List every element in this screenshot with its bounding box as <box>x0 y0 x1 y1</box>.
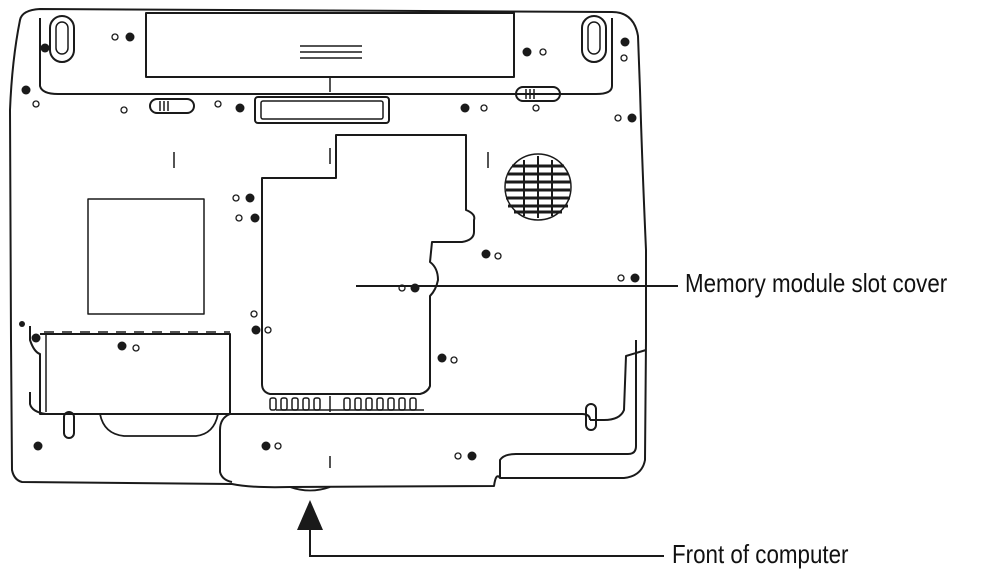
battery-lock-right <box>581 15 607 63</box>
lower-panel-edge <box>29 392 233 483</box>
memory-module-slot-cover-label: Memory module slot cover <box>685 268 948 298</box>
cooling-vent <box>504 153 572 221</box>
screw-holes <box>32 33 628 460</box>
front-arrow <box>297 500 664 557</box>
hdd-bay <box>29 326 231 415</box>
battery-release-latch-left <box>149 98 195 114</box>
screws <box>19 32 640 461</box>
front-of-computer-label: Front of computer <box>672 539 849 569</box>
docking-connector <box>254 96 390 124</box>
memory-module-slot-cover <box>261 134 476 395</box>
battery-lock-left <box>49 15 75 63</box>
battery-pack <box>39 18 613 95</box>
battery-recess <box>145 12 515 78</box>
vent-slats <box>506 156 570 218</box>
chassis-outline <box>9 8 647 489</box>
memory-cover-notches <box>269 396 417 412</box>
battery-release-latch-right <box>515 86 561 102</box>
label-plate <box>87 198 205 315</box>
